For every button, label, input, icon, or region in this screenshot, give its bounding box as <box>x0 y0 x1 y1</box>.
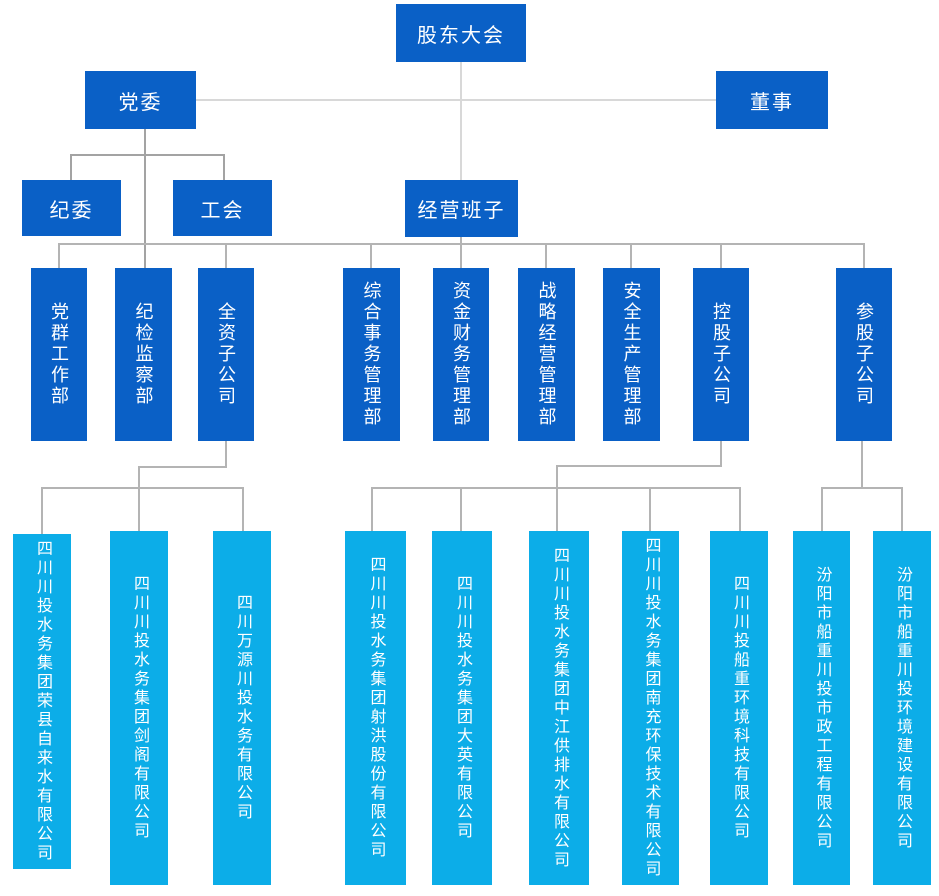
node-label: 四川川投水务集团南充环保技术有限公司 <box>642 537 660 879</box>
node-label: 四川万源川投水务有限公司 <box>234 594 251 822</box>
node-subsidiary-wanyuan: 四川万源川投水务有限公司 <box>213 531 271 885</box>
node-subsidiary-nanchong: 四川川投水务集团南充环保技术有限公司 <box>622 531 679 885</box>
node-label: 汾阳市船重川投市政工程有限公司 <box>813 565 831 851</box>
node-subsidiary-chuanzhong-environment: 四川川投船重环境科技有限公司 <box>710 531 768 885</box>
node-dept-party-mass-work: 党群工作部 <box>31 268 87 441</box>
node-label: 汾阳市船重川投环境建设有限公司 <box>894 565 911 851</box>
node-label: 党群工作部 <box>49 302 69 407</box>
node-label: 纪检监察部 <box>133 302 154 407</box>
connector-line <box>371 487 741 489</box>
node-management-team: 经营班子 <box>405 180 518 237</box>
connector-line <box>861 441 863 487</box>
connector-line <box>370 243 372 268</box>
node-discipline-committee: 纪委 <box>22 180 121 236</box>
connector-line <box>144 129 146 268</box>
node-subsidiary-fenyang-environment: 汾阳市船重川投环境建设有限公司 <box>873 531 931 885</box>
connector-line <box>41 487 244 489</box>
node-labor-union: 工会 <box>173 180 272 236</box>
connector-line <box>630 243 632 268</box>
node-label: 工会 <box>200 199 245 222</box>
node-dept-general-affairs: 综合事务管理部 <box>343 268 400 441</box>
connector-line <box>545 243 547 268</box>
connector-line <box>460 243 462 268</box>
node-dept-discipline-inspection: 纪检监察部 <box>115 268 172 441</box>
node-label: 资金财务管理部 <box>451 281 471 428</box>
node-label: 纪委 <box>49 199 94 222</box>
node-label: 四川川投水务集团中江供排水有限公司 <box>551 546 568 870</box>
node-label: 综合事务管理部 <box>361 281 382 428</box>
connector-line <box>460 487 462 531</box>
node-directors: 董事 <box>716 71 828 129</box>
node-subsidiary-daying: 四川川投水务集团大英有限公司 <box>432 531 492 885</box>
node-subsidiary-shehong: 四川川投水务集团射洪股份有限公司 <box>345 531 406 885</box>
connector-line <box>821 487 903 489</box>
connector-line <box>460 237 462 243</box>
connector-line <box>720 243 722 268</box>
connector-line <box>739 487 741 531</box>
node-dept-strategy: 战略经营管理部 <box>518 268 575 441</box>
connector-line <box>58 243 60 268</box>
node-label: 战略经营管理部 <box>536 281 557 428</box>
node-shareholders-meeting: 股东大会 <box>396 4 526 62</box>
connector-line <box>863 243 865 268</box>
connector-line <box>138 466 227 468</box>
node-subsidiary-jiange: 四川川投水务集团剑阁有限公司 <box>110 531 168 885</box>
node-label: 控股子公司 <box>711 302 731 407</box>
node-label: 安全生产管理部 <box>621 281 642 428</box>
node-dept-holding-subsidiaries: 控股子公司 <box>693 268 749 441</box>
connector-line <box>70 154 72 180</box>
node-label: 股东大会 <box>417 24 505 47</box>
node-label: 四川川投船重环境科技有限公司 <box>731 575 748 841</box>
node-label: 参股子公司 <box>854 302 874 407</box>
node-dept-equity-subsidiaries: 参股子公司 <box>836 268 892 441</box>
connector-line <box>196 99 716 101</box>
node-subsidiary-zhongjiang: 四川川投水务集团中江供排水有限公司 <box>529 531 589 885</box>
node-subsidiary-fenyang-municipal: 汾阳市船重川投市政工程有限公司 <box>793 531 850 885</box>
node-subsidiary-rongxian-water: 四川川投水务集团荣县自来水有限公司 <box>13 534 71 869</box>
connector-line <box>242 487 244 531</box>
node-label: 四川川投水务集团剑阁有限公司 <box>131 575 148 841</box>
connector-line <box>556 465 558 531</box>
node-label: 全资子公司 <box>216 302 236 407</box>
node-dept-finance: 资金财务管理部 <box>433 268 489 441</box>
node-label: 四川川投水务集团大英有限公司 <box>454 575 471 841</box>
node-label: 董事 <box>750 91 794 114</box>
node-dept-wholly-owned-subsidiaries: 全资子公司 <box>198 268 254 441</box>
connector-line <box>901 487 903 531</box>
node-label: 四川川投水务集团射洪股份有限公司 <box>367 556 385 860</box>
connector-line <box>225 243 227 268</box>
node-label: 经营班子 <box>417 200 506 222</box>
connector-line <box>223 154 225 180</box>
connector-line <box>70 154 225 156</box>
connector-line <box>460 62 462 180</box>
node-label: 四川川投水务集团荣县自来水有限公司 <box>34 540 51 863</box>
connector-line <box>649 487 651 531</box>
connector-line <box>225 441 227 466</box>
connector-line <box>821 487 823 531</box>
connector-line <box>556 465 722 467</box>
node-label: 党委 <box>118 91 163 114</box>
node-party-committee: 党委 <box>85 71 196 129</box>
node-dept-safety: 安全生产管理部 <box>603 268 660 441</box>
connector-line <box>720 441 722 465</box>
connector-line <box>41 487 43 534</box>
connector-line <box>138 466 140 531</box>
connector-line <box>371 487 373 531</box>
